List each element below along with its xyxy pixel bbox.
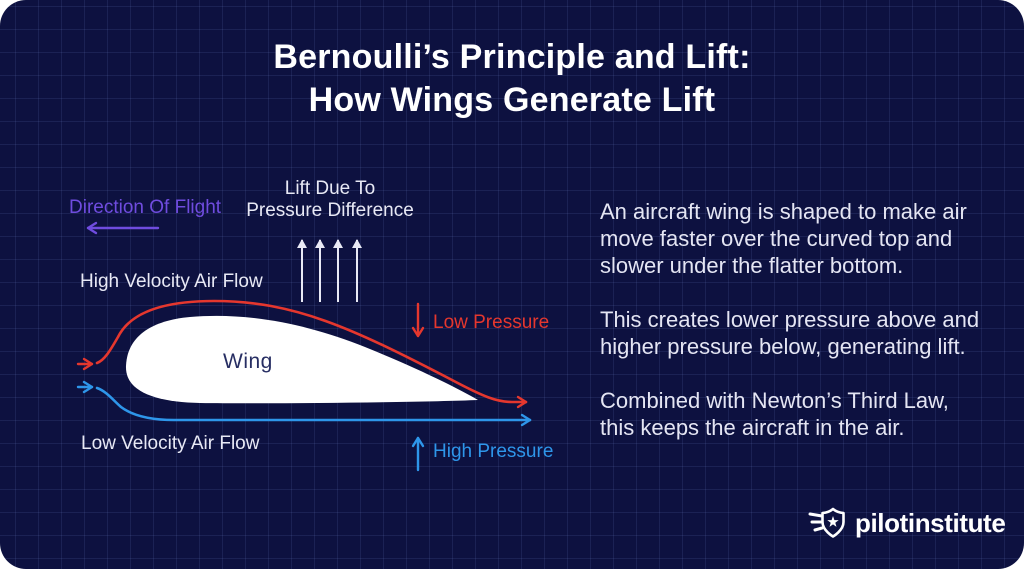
bottom-flow-line: [95, 386, 532, 427]
lift-label-line2: Pressure Difference: [246, 200, 414, 221]
high-pressure-label: High Pressure: [433, 441, 554, 462]
lift-pressure-difference-label: Lift Due To Pressure Difference: [235, 178, 425, 222]
brand-name: pilotinstitute: [855, 508, 1006, 538]
brand-logo: pilotinstitute: [808, 505, 1006, 542]
pilotinstitute-logo-icon: [808, 507, 845, 538]
wing-label: Wing: [223, 350, 273, 373]
explanation-paragraph-3: Combined with Newton’s Third Law, this k…: [600, 388, 949, 440]
page-title: Bernoulli’s Principle and Lift: How Wing…: [0, 36, 1024, 122]
explanation-text: An aircraft wing is shaped to make air m…: [600, 198, 988, 468]
explanation-paragraph-1: An aircraft wing is shaped to make air m…: [600, 199, 967, 278]
low-velocity-air-flow-label: Low Velocity Air Flow: [81, 433, 260, 454]
wing-shape: [125, 315, 478, 404]
page-title-line2: How Wings Generate Lift: [308, 81, 716, 119]
direction-of-flight-label: Direction Of Flight: [69, 197, 222, 218]
lift-label-line1: Lift Due To: [284, 178, 376, 199]
low-pressure-label: Low Pressure: [433, 312, 550, 333]
page-title-line1: Bernoulli’s Principle and Lift:: [273, 38, 751, 76]
explanation-paragraph-2: This creates lower pressure above and hi…: [600, 307, 980, 359]
high-velocity-air-flow-label: High Velocity Air Flow: [80, 271, 263, 292]
